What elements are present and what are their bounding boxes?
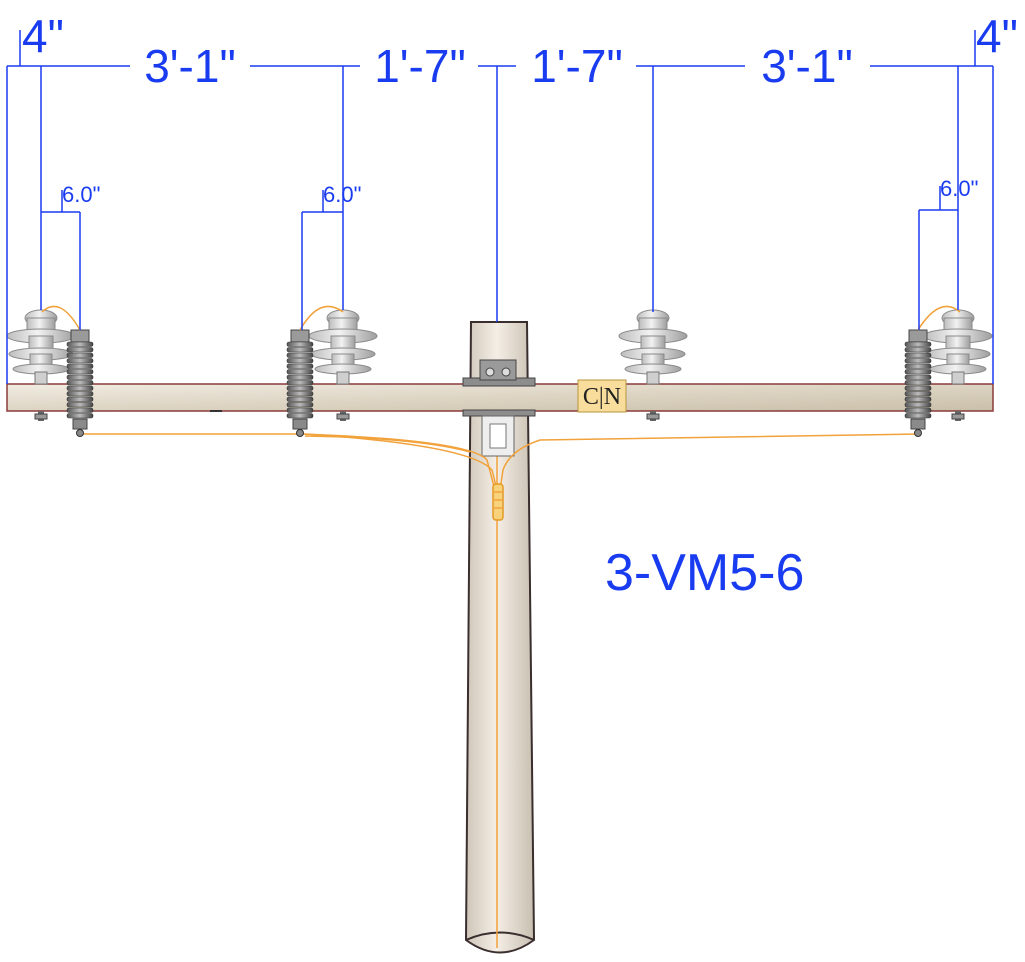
surge-arrester-1 (66, 329, 94, 437)
dim-right-3ft1in: 3'-1" (761, 40, 853, 92)
surge-arrester-2 (286, 329, 314, 437)
dim-offset-right: 6.0" (940, 176, 978, 201)
pin-insulator-1 (6, 309, 76, 421)
drawing-title: 3-VM5-6 (605, 544, 804, 602)
pin-insulator-2 (308, 309, 378, 421)
ground-wires (80, 433, 921, 521)
dim-right-4in: 4" (976, 10, 1018, 62)
dim-offset-left: 6.0" (62, 182, 100, 207)
utility-pole (464, 321, 536, 954)
surge-arrester-3 (904, 329, 932, 437)
dimension-labels: 4" 3'-1" 1'-7" 1'-7" 3'-1" 4" 6.0" 6.0" … (22, 10, 1018, 207)
dim-center-right-1ft7in: 1'-7" (531, 40, 623, 92)
jumper-wires (41, 305, 961, 331)
centerline-neutral-marker: C|N (577, 379, 627, 413)
dim-offset-center: 6.0" (323, 182, 361, 207)
dim-left-4in: 4" (22, 10, 64, 62)
pole-top-bracket (462, 359, 536, 457)
arrester-group (66, 329, 932, 437)
centerline-mark-label: C|N (583, 384, 621, 410)
pin-insulator-4 (923, 309, 993, 421)
pin-insulator-3 (618, 309, 688, 421)
dim-center-left-1ft7in: 1'-7" (374, 40, 466, 92)
insulator-group (6, 309, 993, 421)
dim-left-3ft1in: 3'-1" (144, 40, 236, 92)
dimension-lines (6, 30, 994, 384)
crossarm (6, 383, 994, 412)
